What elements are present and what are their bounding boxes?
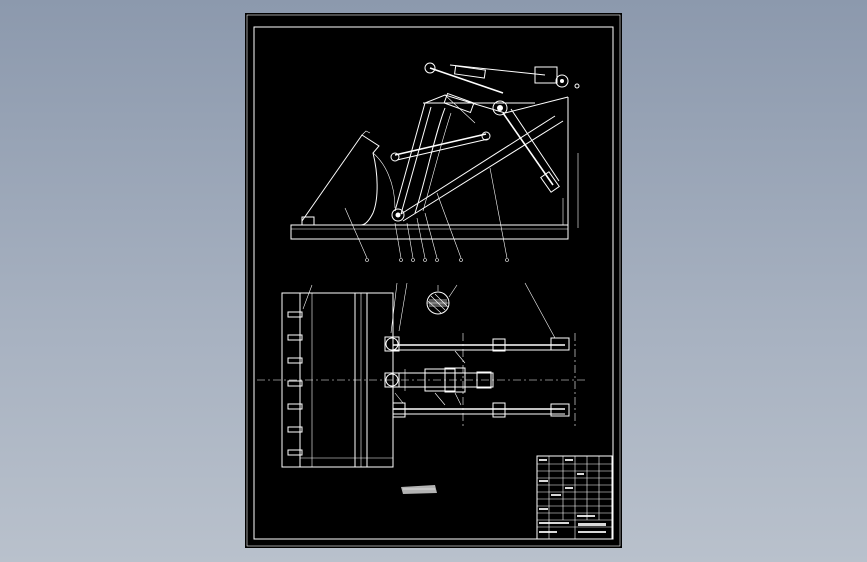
link-bar-upper (394, 133, 487, 156)
pivot-mid (492, 100, 508, 116)
pivot-top-right (555, 74, 569, 88)
pivot-top-left (424, 62, 436, 74)
bucket-outline (301, 134, 380, 226)
side-elevation-view (290, 62, 580, 262)
title-block (536, 455, 613, 540)
top-cylinder (429, 67, 504, 94)
pivot-bucket-lower (391, 208, 405, 222)
outer-border (246, 14, 621, 547)
base-plate (290, 224, 569, 240)
cylinder-plan (392, 372, 494, 388)
stamp-mark (401, 485, 437, 494)
drawing-canvas (246, 14, 621, 547)
top-pivot-box (534, 66, 558, 84)
section-detail-view (426, 284, 458, 315)
pivot-link (481, 131, 491, 141)
drawing-sheet (245, 13, 622, 548)
top-plan-view (257, 282, 585, 494)
pivot-bucket-upper (390, 152, 400, 162)
inner-border (253, 26, 614, 540)
lift-cylinder (502, 112, 554, 186)
